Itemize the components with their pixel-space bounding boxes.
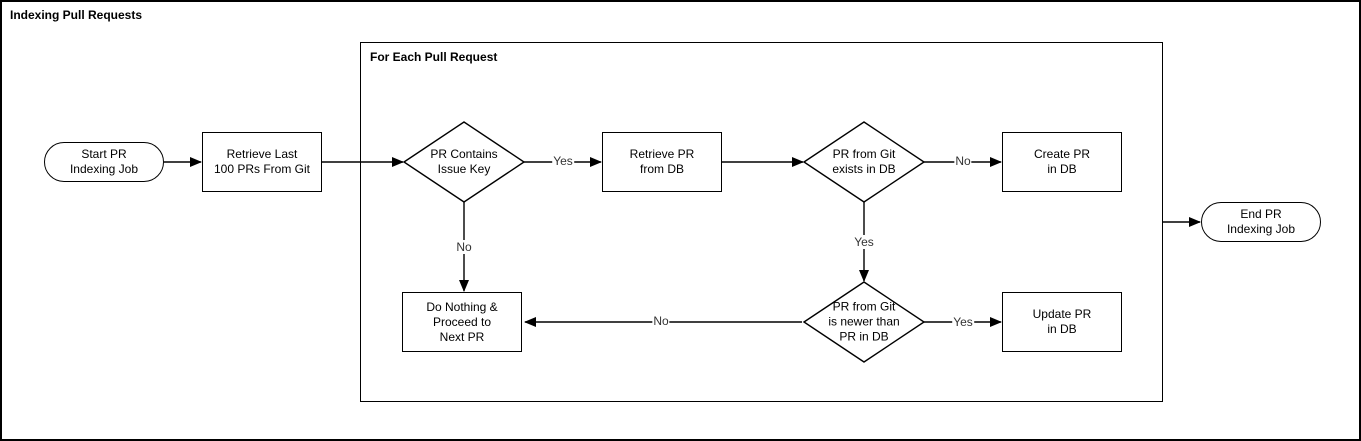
edge-label-contains-yes: Yes bbox=[552, 154, 574, 168]
node-start-pr-indexing-job: Start PR Indexing Job bbox=[44, 142, 164, 182]
node-update-pr-in-db-label: Update PR in DB bbox=[1032, 307, 1092, 336]
decision-pr-from-git-exists-in-db bbox=[802, 121, 926, 203]
edge-label-newer-yes: Yes bbox=[952, 315, 974, 329]
node-end-label: End PR Indexing Job bbox=[1226, 207, 1296, 236]
edge-label-exists-no: No bbox=[954, 154, 972, 168]
node-retrieve-last-100-prs: Retrieve Last 100 PRs From Git bbox=[202, 132, 322, 192]
node-retrieve-last-100-label: Retrieve Last 100 PRs From Git bbox=[213, 147, 311, 176]
edge-label-contains-no: No bbox=[455, 240, 473, 254]
loop-container-label: For Each Pull Request bbox=[370, 50, 498, 64]
edge-label-exists-yes: Yes bbox=[853, 235, 875, 249]
node-update-pr-in-db: Update PR in DB bbox=[1002, 292, 1122, 352]
node-start-label: Start PR Indexing Job bbox=[69, 147, 139, 176]
edge-label-newer-no: No bbox=[652, 314, 670, 328]
decision-pr-contains-issue-key bbox=[402, 121, 526, 203]
node-create-pr-in-db: Create PR in DB bbox=[1002, 132, 1122, 192]
node-do-nothing-label: Do Nothing & Proceed to Next PR bbox=[426, 299, 498, 344]
loop-container: For Each Pull Request bbox=[360, 42, 1163, 402]
decision-pr-contains-issue-key-label: PR Contains Issue Key bbox=[430, 147, 498, 176]
node-retrieve-pr-from-db-label: Retrieve PR from DB bbox=[629, 147, 695, 176]
decision-pr-newer-label: PR from Git is newer than PR in DB bbox=[828, 299, 900, 344]
decision-pr-exists-label: PR from Git exists in DB bbox=[832, 147, 896, 176]
diagram-title: Indexing Pull Requests bbox=[10, 8, 143, 22]
node-end-pr-indexing-job: End PR Indexing Job bbox=[1201, 202, 1321, 242]
decision-pr-from-git-is-newer bbox=[802, 281, 926, 363]
node-retrieve-pr-from-db: Retrieve PR from DB bbox=[602, 132, 722, 192]
node-create-pr-in-db-label: Create PR in DB bbox=[1033, 147, 1091, 176]
node-do-nothing-next-pr: Do Nothing & Proceed to Next PR bbox=[402, 292, 522, 352]
